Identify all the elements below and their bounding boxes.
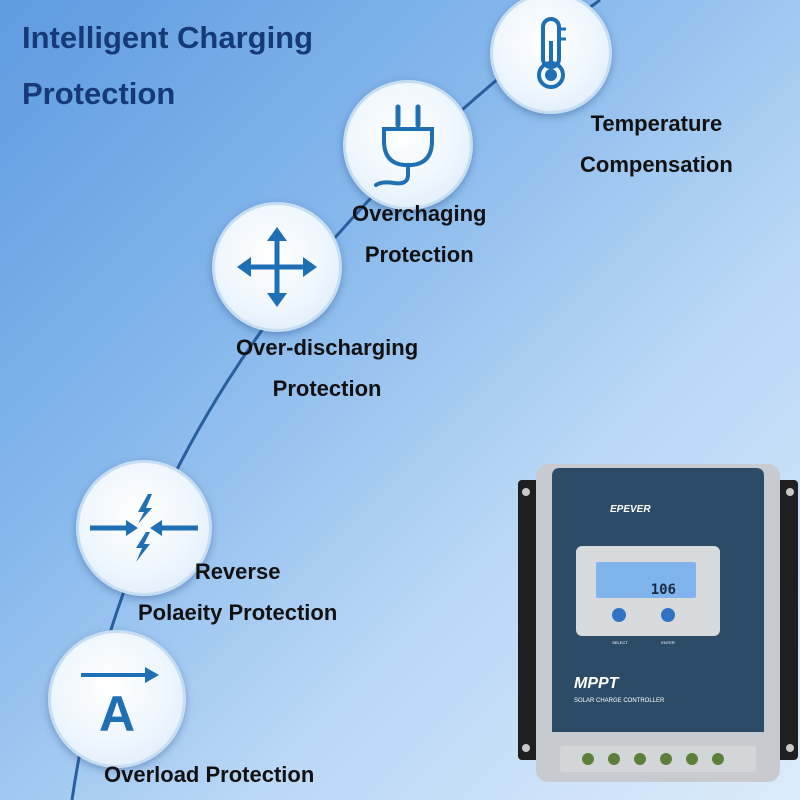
thermometer-icon: [537, 17, 566, 89]
select-label: SELECT: [612, 640, 628, 645]
charge-controller-image: EPEVER 106 SELECT ENTER MPPT SOLAR CHARG…: [518, 464, 798, 782]
four-arrows-icon: [237, 227, 317, 307]
lcd-value: 106: [651, 582, 676, 598]
four-arrows-circle: [212, 202, 342, 332]
enter-label: ENTER: [661, 640, 675, 645]
page-title: Intelligent Charging Protection: [22, 10, 313, 122]
device-brand: EPEVER: [610, 504, 651, 515]
label-over-discharging: Over-discharging Protection: [236, 335, 419, 401]
enter-button[interactable]: [661, 608, 675, 622]
label-overcharging: Overchaging Protection: [352, 201, 487, 267]
product-name: MPPT: [574, 675, 620, 692]
reverse-polarity-icon: [90, 494, 198, 562]
ampere-icon: A: [81, 667, 159, 742]
title-line-1: Intelligent Charging: [22, 20, 314, 55]
svg-text:A: A: [99, 686, 135, 742]
plug-circle: [343, 80, 473, 210]
terminal-block: [560, 746, 756, 772]
plug-icon: [374, 104, 434, 187]
thermometer-circle: [490, 0, 612, 114]
ampere-circle: A: [48, 630, 186, 768]
label-reverse-polarity: Reverse Polaeity Protection: [138, 559, 338, 625]
title-line-2: Protection: [22, 76, 176, 111]
lcd-screen: [596, 562, 696, 598]
label-temperature: Temperature Compensation: [580, 111, 733, 177]
product-subtitle: SOLAR CHARGE CONTROLLER: [574, 698, 665, 704]
select-button[interactable]: [612, 608, 626, 622]
reverse-polarity-circle: [76, 460, 212, 596]
label-overload: Overload Protection: [104, 762, 315, 787]
